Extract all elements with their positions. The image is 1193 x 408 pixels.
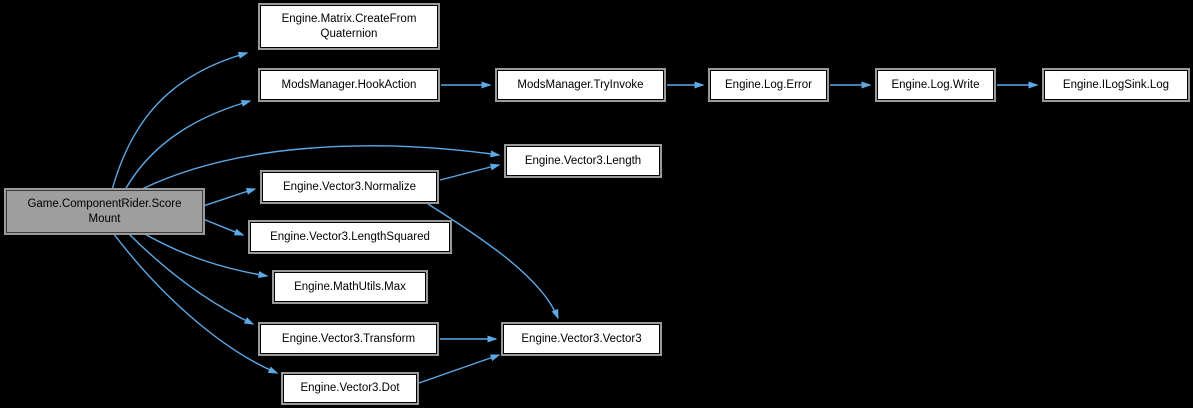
node-modsmanager-hookaction[interactable]: ModsManager.HookAction xyxy=(260,70,438,100)
edge-scoremount-lengthsquared xyxy=(202,218,245,236)
edge-scoremount-normalize xyxy=(202,188,257,207)
node-engine-vector3-lengthsquared[interactable]: Engine.Vector3.LengthSquared xyxy=(250,222,450,252)
node-engine-vector3-vector3[interactable]: Engine.Vector3.Vector3 xyxy=(503,324,660,354)
node-engine-mathutils-max[interactable]: Engine.MathUtils.Max xyxy=(274,272,426,302)
node-game-componentrider-scoremount[interactable]: Game.ComponentRider.Score Mount xyxy=(6,190,203,233)
node-engine-vector3-dot[interactable]: Engine.Vector3.Dot xyxy=(283,374,417,403)
edge-dot-vector3 xyxy=(418,354,501,384)
edge-scoremount-dot xyxy=(112,232,279,374)
node-engine-vector3-length[interactable]: Engine.Vector3.Length xyxy=(506,146,660,176)
node-engine-vector3-normalize[interactable]: Engine.Vector3.Normalize xyxy=(262,172,437,202)
node-modsmanager-tryinvoke[interactable]: ModsManager.TryInvoke xyxy=(497,70,664,100)
node-engine-log-write[interactable]: Engine.Log.Write xyxy=(877,70,994,100)
node-engine-matrix-createfromquaternion[interactable]: Engine.Matrix.CreateFrom Quaternion xyxy=(260,5,438,48)
edge-scoremount-hookaction xyxy=(124,99,252,191)
edge-scoremount-transform xyxy=(127,232,255,325)
node-engine-vector3-transform[interactable]: Engine.Vector3.Transform xyxy=(260,324,437,354)
node-engine-log-error[interactable]: Engine.Log.Error xyxy=(710,70,827,100)
edge-scoremount-max xyxy=(142,232,269,279)
edge-scoremount-matrixcreate xyxy=(111,51,249,191)
node-engine-ilogsink-log[interactable]: Engine.ILogSink.Log xyxy=(1044,70,1188,100)
edge-normalize-length xyxy=(439,163,501,181)
